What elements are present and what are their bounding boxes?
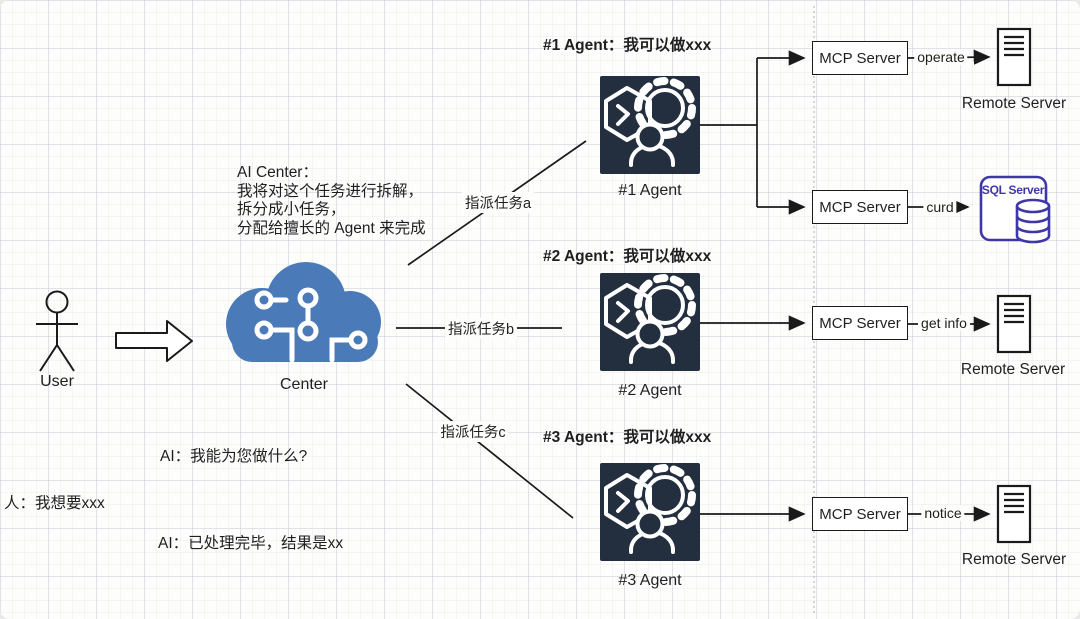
- agent-1-label: #1 Agent: [618, 182, 682, 199]
- mcp-server-box-2: MCP Server: [812, 190, 908, 224]
- task-label-c: 指派任务c: [437, 421, 509, 442]
- ai-center-brain-icon: [226, 262, 381, 363]
- user-figure-icon: [36, 290, 78, 372]
- remote-server-icons: [996, 27, 1032, 544]
- center-label: Center: [279, 376, 329, 393]
- task-label-a: 指派任务a: [461, 192, 535, 213]
- ai-center-monologue: AI Center： 我将对这个任务进行拆解， 拆分成小任务， 分配给擅长的 A…: [237, 164, 426, 238]
- task-label-b: 指派任务b: [444, 318, 518, 339]
- agent-3-label: #3 Agent: [618, 572, 682, 589]
- edge-label-notice: notice: [921, 505, 965, 521]
- remote-server-1-label: Remote Server: [961, 95, 1067, 112]
- remote-server-1-icon: [996, 27, 1032, 87]
- task-line-c: [405, 383, 574, 519]
- agent-icons: [600, 76, 700, 561]
- conversation-ai-result: AI：已处理完毕，结果是xx: [158, 535, 344, 552]
- edge-label-getinfo: get info: [918, 315, 970, 331]
- agent-3-icon: [600, 463, 700, 561]
- monologue-line-4: 分配给擅长的 Agent 来完成: [237, 219, 426, 237]
- agent-1-icon: [600, 76, 700, 174]
- agent-2-caption: #2 Agent：我可以做xxx: [543, 248, 712, 265]
- agent-1-caption: #1 Agent：我可以做xxx: [543, 37, 712, 54]
- sql-server-icon: [979, 175, 1051, 244]
- edge-label-curd: curd: [923, 199, 957, 215]
- monologue-line-3: 拆分成小任务，: [237, 201, 346, 219]
- remote-server-2-label: Remote Server: [960, 361, 1066, 378]
- monologue-line-1: AI Center：: [237, 164, 318, 181]
- remote-server-3-label: Remote Server: [961, 551, 1067, 568]
- block-arrow-icon: [115, 320, 193, 362]
- mcp-server-box-4: MCP Server: [812, 497, 908, 531]
- monologue-line-2: 我将对这个任务进行拆解，: [237, 182, 424, 200]
- mcp-server-box-3: MCP Server: [812, 306, 908, 340]
- user-label: User: [40, 373, 74, 390]
- agent-3-caption: #3 Agent：我可以做xxx: [543, 429, 712, 446]
- edge-label-operate: operate: [914, 49, 968, 65]
- sql-server-label: SQL Server: [981, 183, 1045, 197]
- agent-2-icon: [600, 273, 700, 371]
- remote-server-2-icon: [996, 294, 1032, 354]
- conversation-ai-question: AI：我能为您做什么?: [160, 448, 308, 465]
- conversation-human-request: 人：我想要xxx: [4, 495, 105, 512]
- mcp-server-connectors: [907, 49, 991, 522]
- remote-server-3-icon: [996, 484, 1032, 544]
- mcp-server-box-1: MCP Server: [812, 41, 908, 75]
- agent-mcp-connectors: [700, 50, 806, 522]
- agent-2-label: #2 Agent: [618, 382, 682, 399]
